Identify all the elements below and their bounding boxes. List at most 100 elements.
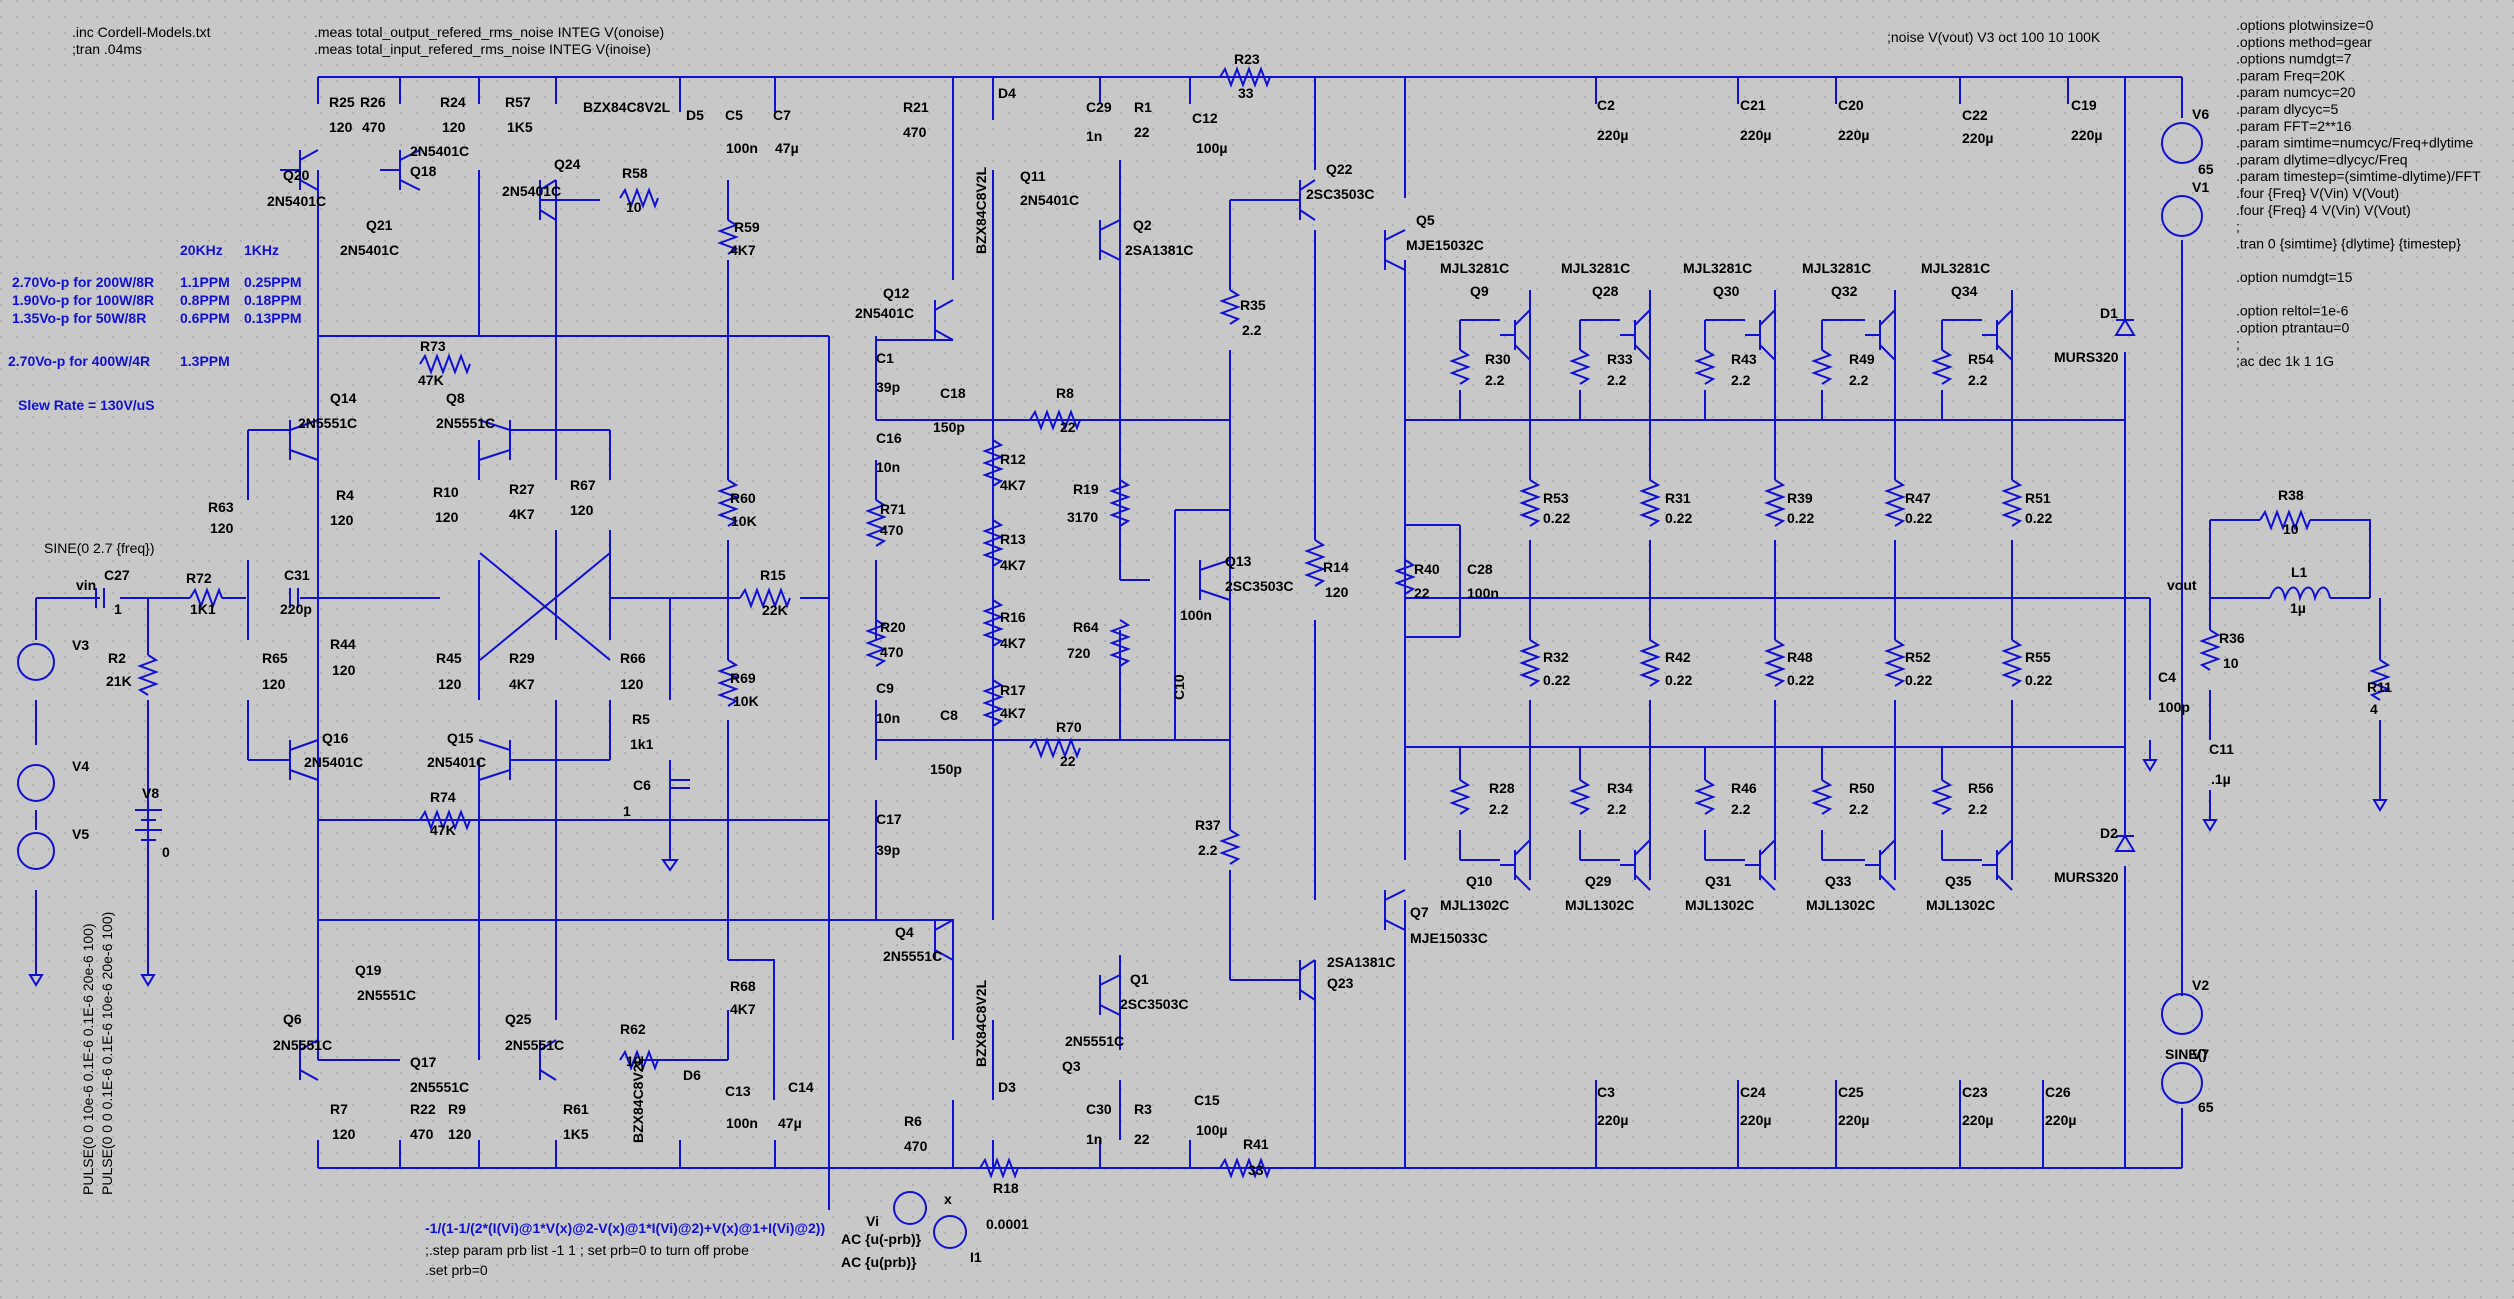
label-243: 0.22	[1543, 672, 1570, 688]
label-160: 2N5551C	[1065, 1033, 1124, 1049]
source-label-v3: V3	[72, 637, 89, 653]
label-204: C22	[1962, 107, 1988, 123]
label-190: R14	[1323, 559, 1349, 575]
label-296: C4	[2158, 669, 2176, 685]
label-110: C29	[1086, 99, 1112, 115]
label-153: C17	[876, 811, 902, 827]
label-257: 2.2	[1731, 801, 1751, 817]
label-5: C27	[104, 567, 130, 583]
distortion-notes: 20KHz 1KHz 2.70Vo-p for 200W/8R 1.1PPM 0…	[8, 242, 302, 413]
label-208: MJL3281C	[1440, 260, 1509, 276]
label-59: R44	[330, 636, 356, 652]
label-19: BZX84C8V2L	[583, 99, 671, 115]
label-271: MJL1302C	[1926, 897, 1995, 913]
notes-row4-label: 2.70Vo-p for 400W/4R	[8, 353, 150, 369]
label-268: Q33	[1825, 873, 1852, 889]
label-244: R42	[1665, 649, 1691, 665]
label-276: C25	[1838, 1084, 1864, 1100]
label-69: R5	[632, 711, 650, 727]
pulse-specs: PULSE(0 0 10e-6 0.1E-6 0.1E-6 20e-6 100)…	[80, 912, 115, 1195]
label-136: 470	[880, 522, 904, 538]
label-184: R35	[1240, 297, 1266, 313]
label-12: 120	[329, 119, 353, 135]
label-186: Q13	[1225, 553, 1252, 569]
label-102: 120	[448, 1126, 472, 1142]
label-63: R29	[509, 650, 535, 666]
label-47: R10	[433, 484, 459, 500]
probe-expression: -1/(1-1/(2*(I(Vi)@1*V(x)@2-V(x)@1*I(Vi)@…	[425, 1220, 825, 1236]
label-49: R27	[509, 481, 535, 497]
label-91: BZX84C8V2L	[630, 1055, 646, 1143]
label-25: Q20	[283, 167, 310, 183]
directive-option-11: .four {Freq} 4 V(Vin) V(Vout)	[2236, 202, 2411, 218]
source-label-v7: V7	[2192, 1046, 2209, 1062]
label-239: 22	[1414, 585, 1430, 601]
label-154: 39p	[876, 842, 900, 858]
label-226: R54	[1968, 351, 1994, 367]
label-10: 220p	[280, 601, 312, 617]
label-176: Vi	[866, 1213, 879, 1229]
label-282: D1	[2100, 305, 2118, 321]
label-233: 0.22	[1787, 510, 1814, 526]
directive-option-7: .param simtime=numcyc/Freq+dlytime	[2236, 135, 2474, 151]
directive-option-18: .option ptrantau=0	[2236, 319, 2349, 335]
label-83: Q17	[410, 1054, 437, 1070]
directive-option-8: .param dlytime=dlycyc/Freq	[2236, 151, 2408, 167]
label-53: R60	[730, 490, 756, 506]
label-196: 2SA1381C	[1327, 954, 1396, 970]
label-57: R65	[262, 650, 288, 666]
directive-option-0: .options plotwinsize=0	[2236, 17, 2374, 33]
label-249: 0.22	[1905, 672, 1932, 688]
label-267: MJL1302C	[1685, 897, 1754, 913]
label-13: R26	[360, 94, 386, 110]
label-52: 120	[570, 502, 594, 518]
label-114: C12	[1192, 110, 1218, 126]
label-41: Q8	[446, 390, 465, 406]
bottom-directives: -1/(1-1/(2*(I(Vi)@1*V(x)@2-V(x)@1*I(Vi)@…	[425, 1220, 825, 1278]
notes-header-1k: 1KHz	[244, 242, 279, 258]
label-76: 2N5401C	[427, 754, 486, 770]
label-237: 0.22	[2025, 510, 2052, 526]
label-36: 4K7	[730, 242, 756, 258]
label-182: Q5	[1416, 212, 1435, 228]
label-183: MJE15032C	[1406, 237, 1484, 253]
label-295: 10	[2223, 655, 2239, 671]
notes-row3-label: 1.35Vo-p for 50W/8R	[12, 310, 146, 326]
directive-option-20: ;ac dec 1k 1 1G	[2236, 353, 2334, 369]
label-251: 0.22	[2025, 672, 2052, 688]
label-109: 2N5401C	[1020, 192, 1079, 208]
directive-option-15: .option numdgt=15	[2236, 269, 2353, 285]
label-85: Q25	[505, 1011, 532, 1027]
label-234: R47	[1905, 490, 1931, 506]
label-161: Q3	[1062, 1058, 1081, 1074]
directive-option-10: .four {Freq} V(Vin) V(Vout)	[2236, 185, 2399, 201]
label-61: R45	[436, 650, 462, 666]
label-173: R18	[993, 1180, 1019, 1196]
directive-option-17: .option reltol=1e-6	[2236, 303, 2349, 319]
label-165: 22	[1134, 1131, 1150, 1147]
wires-output	[1405, 290, 2381, 880]
label-288: SINE()	[2165, 1046, 2207, 1062]
label-216: MJL3281C	[1921, 260, 1990, 276]
label-254: R34	[1607, 780, 1633, 796]
label-90: 4K7	[730, 1001, 756, 1017]
label-212: MJL3281C	[1683, 260, 1752, 276]
label-0: V8	[142, 785, 159, 801]
label-285: MURS320	[2054, 869, 2119, 885]
label-67: R69	[730, 670, 756, 686]
label-96: 47µ	[778, 1115, 802, 1131]
label-130: 10n	[876, 459, 900, 475]
label-187: 2SC3503C	[1225, 578, 1294, 594]
label-97: R7	[330, 1101, 348, 1117]
label-38: 47K	[418, 372, 444, 388]
label-280: C26	[2045, 1084, 2071, 1100]
pulse-spec-2: PULSE(0 0 0 0.1E-6 0.1E-6 10e-6 20e-6 10…	[99, 912, 115, 1195]
label-14: 470	[362, 119, 386, 135]
label-44: 120	[210, 520, 234, 536]
label-168: R6	[904, 1113, 922, 1129]
label-122: 2N5401C	[855, 305, 914, 321]
label-46: 120	[330, 512, 354, 528]
label-238: R40	[1414, 561, 1440, 577]
